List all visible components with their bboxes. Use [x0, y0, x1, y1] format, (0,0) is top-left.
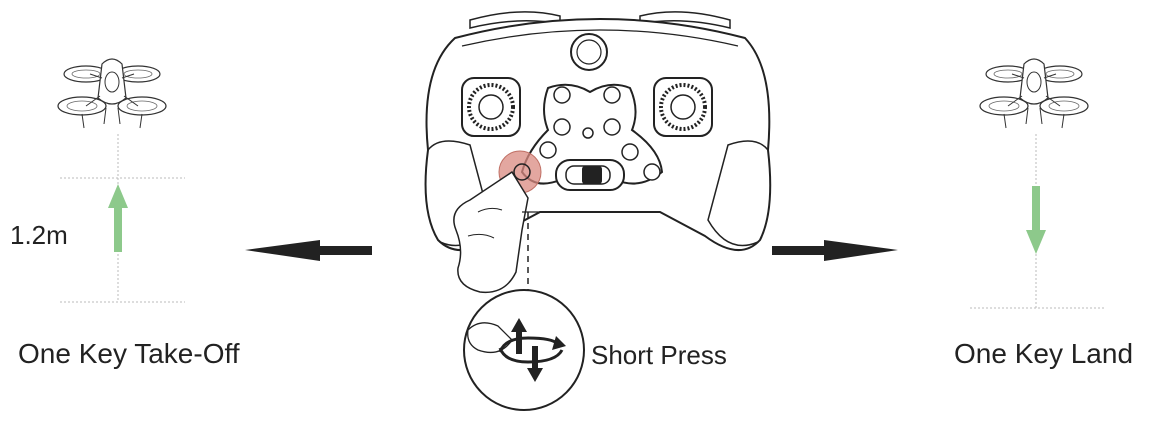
- drone-icon: [57, 58, 167, 129]
- height-label: 1.2m: [10, 220, 68, 250]
- arrow-down-icon: [1026, 186, 1046, 254]
- takeoff-panel: [57, 58, 185, 303]
- land-panel: [970, 58, 1105, 309]
- arrow-up-icon: [108, 184, 128, 252]
- takeoff-label: One Key Take-Off: [18, 338, 240, 369]
- up-down-rotate-icon: [498, 318, 566, 382]
- zoom-circle: [463, 289, 585, 411]
- land-label: One Key Land: [954, 338, 1134, 369]
- short-press-label: Short Press: [591, 340, 727, 370]
- arrow-right-icon: [772, 240, 898, 261]
- drone-icon: [979, 58, 1089, 129]
- arrow-left-icon: [245, 240, 372, 261]
- hand-icon: [453, 170, 529, 294]
